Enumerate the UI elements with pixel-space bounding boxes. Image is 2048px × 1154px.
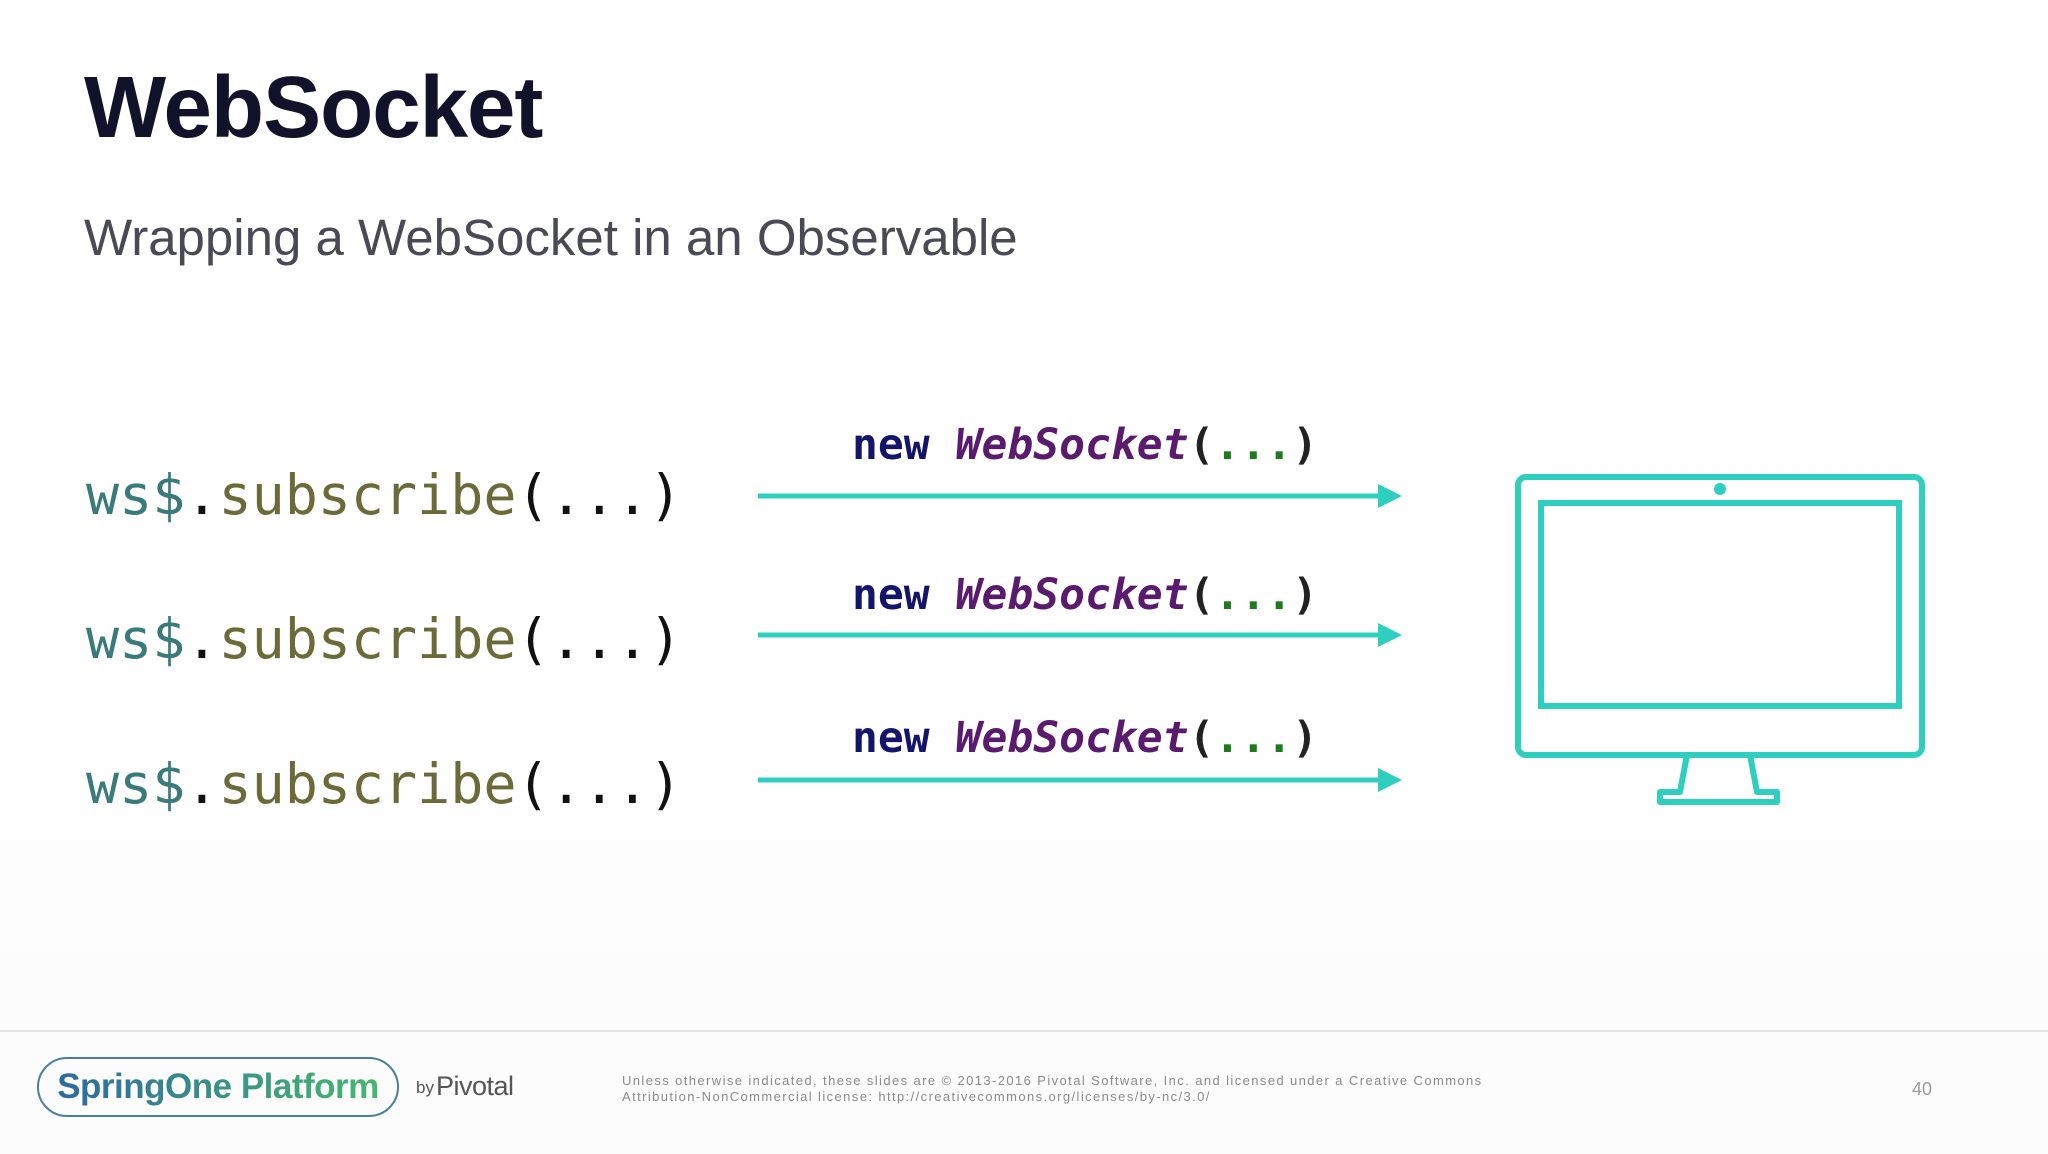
arrow-right-icon [758,484,1402,508]
page-number: 40 [1912,1079,1933,1099]
call-dot: . [185,752,219,816]
subscribe-call: ws$.subscribe(...) [86,612,682,667]
ctor-open-paren: ( [1188,713,1215,763]
call-args: (...) [516,463,683,527]
pivotal-logo: Pivotal [436,1071,514,1101]
ctor-dots: ... [1214,713,1293,763]
websocket-constructor: new WebSocket(...) [852,424,1318,467]
springone-logo: SpringOne Platform [37,1057,399,1117]
slide-title: WebSocket [84,59,543,156]
call-args: (...) [516,752,683,816]
websocket-constructor: new WebSocket(...) [852,717,1318,760]
ctor-class-name: WebSocket [955,420,1189,470]
ctor-open-paren: ( [1188,570,1215,620]
ctor-close-paren: ) [1292,570,1319,620]
call-method: subscribe [218,752,517,816]
call-dot: . [185,463,219,527]
ctor-dots: ... [1214,570,1293,620]
websocket-constructor: new WebSocket(...) [852,574,1318,617]
arrow-right-icon [758,623,1402,647]
call-method: subscribe [218,607,517,671]
ctor-dots: ... [1214,420,1293,470]
ctor-open-paren: ( [1188,420,1215,470]
legal-notice: Unless otherwise indicated, these slides… [622,1073,1483,1105]
slide-footer [0,1030,2048,1154]
call-dot: . [185,607,219,671]
slide-subtitle: Wrapping a WebSocket in an Observable [84,209,1018,266]
ctor-class-name: WebSocket [955,570,1189,620]
by-label: by [416,1078,434,1097]
logo-text: SpringOne Platform [57,1067,379,1106]
subscribe-call: ws$.subscribe(...) [86,468,682,523]
ctor-close-paren: ) [1292,713,1319,763]
ctor-keyword: new [852,570,930,620]
legal-line: Attribution-NonCommercial license: http:… [622,1089,1211,1104]
ctor-class-name: WebSocket [955,713,1189,763]
monitor-icon [1515,474,1925,805]
call-object: ws$ [86,752,186,816]
call-object: ws$ [86,463,186,527]
subscribe-call: ws$.subscribe(...) [86,757,682,812]
legal-line: Unless otherwise indicated, these slides… [622,1073,1483,1088]
ctor-close-paren: ) [1292,420,1319,470]
call-object: ws$ [86,607,186,671]
call-method: subscribe [218,463,517,527]
arrow-right-icon [758,768,1402,792]
ctor-keyword: new [852,420,930,470]
call-args: (...) [516,607,683,671]
ctor-keyword: new [852,713,930,763]
